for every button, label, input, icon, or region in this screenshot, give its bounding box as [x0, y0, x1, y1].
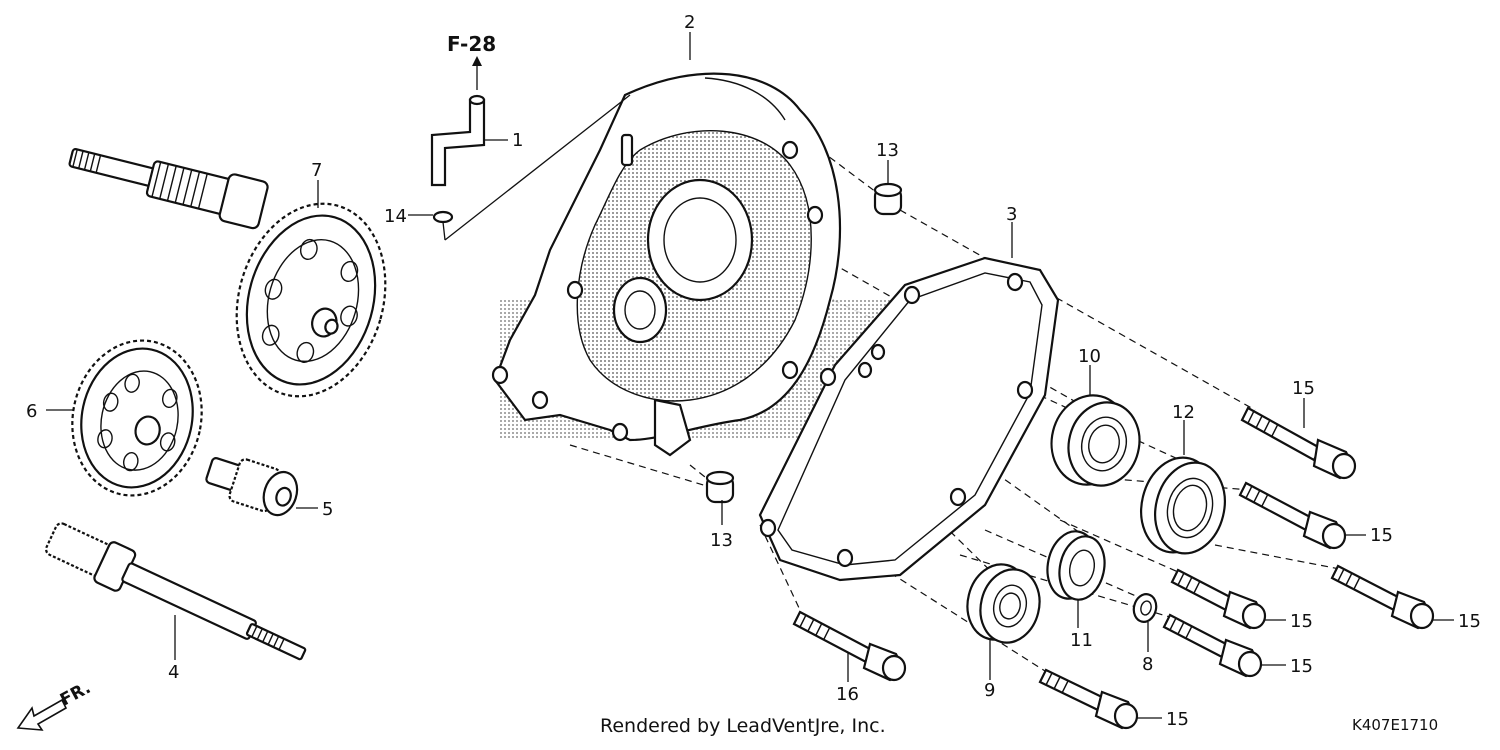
callout-15-d: 15	[1290, 656, 1313, 677]
reference-arrow: F-28	[447, 32, 496, 90]
callout-4: 4	[168, 662, 179, 683]
callout-15-c: 15	[1290, 611, 1313, 632]
callout-15-a: 15	[1370, 525, 1393, 546]
callout-1: 1	[512, 130, 523, 151]
drive-shaft	[45, 522, 307, 661]
callout-11: 11	[1070, 630, 1093, 651]
front-direction-arrow: FR.	[16, 678, 94, 731]
callout-13-lower: 13	[710, 530, 733, 551]
dowel-pin-lower	[705, 470, 735, 504]
washer	[1132, 593, 1158, 623]
cover-gasket	[758, 256, 1060, 582]
bolt-15-d	[1162, 613, 1263, 678]
callout-12: 12	[1172, 402, 1195, 423]
callout-15-e: 15	[1166, 709, 1189, 730]
callout-13-upper: 13	[876, 140, 899, 161]
bolt-15-e	[1038, 668, 1139, 730]
breather-tube	[430, 94, 486, 187]
callout-7: 7	[311, 160, 322, 181]
reference-label: F-28	[447, 32, 496, 56]
callout-5: 5	[322, 499, 333, 520]
callout-15-b: 15	[1458, 611, 1481, 632]
callouts: 1 2 3 4 5 6 7 8 9 10 11 12 13 13 14 15 1…	[26, 12, 1481, 730]
bolt-15-b	[1330, 564, 1435, 630]
callout-14: 14	[384, 206, 407, 227]
bearing-lower	[966, 563, 1041, 644]
counter-pinion	[205, 457, 299, 517]
final-shaft-assembly	[68, 148, 387, 398]
bearing-small	[1046, 530, 1106, 601]
transmission-cover	[491, 72, 900, 457]
oil-seal	[1140, 456, 1226, 555]
bolt-15-a	[1238, 481, 1347, 550]
bolt-16-lower	[792, 610, 907, 682]
footer-credit: Rendered by LeadVentJre, Inc.	[600, 715, 886, 737]
callout-9: 9	[984, 680, 995, 701]
dowel-pin-upper	[873, 182, 903, 216]
leader-lines	[46, 32, 1454, 719]
diagram-code: K407E1710	[1352, 716, 1438, 734]
callout-16-lower: 16	[836, 684, 859, 705]
callout-10: 10	[1078, 346, 1101, 367]
callout-6: 6	[26, 401, 37, 422]
callout-3: 3	[1006, 204, 1017, 225]
bolt-16-upper	[1240, 406, 1357, 480]
counter-gear	[71, 339, 203, 497]
bolt-15-c	[1170, 568, 1267, 630]
callout-2: 2	[684, 12, 695, 33]
bearing-upper	[1050, 394, 1141, 487]
callout-16-upper: 15	[1292, 378, 1315, 399]
clip	[432, 94, 631, 241]
callout-8: 8	[1142, 654, 1153, 675]
